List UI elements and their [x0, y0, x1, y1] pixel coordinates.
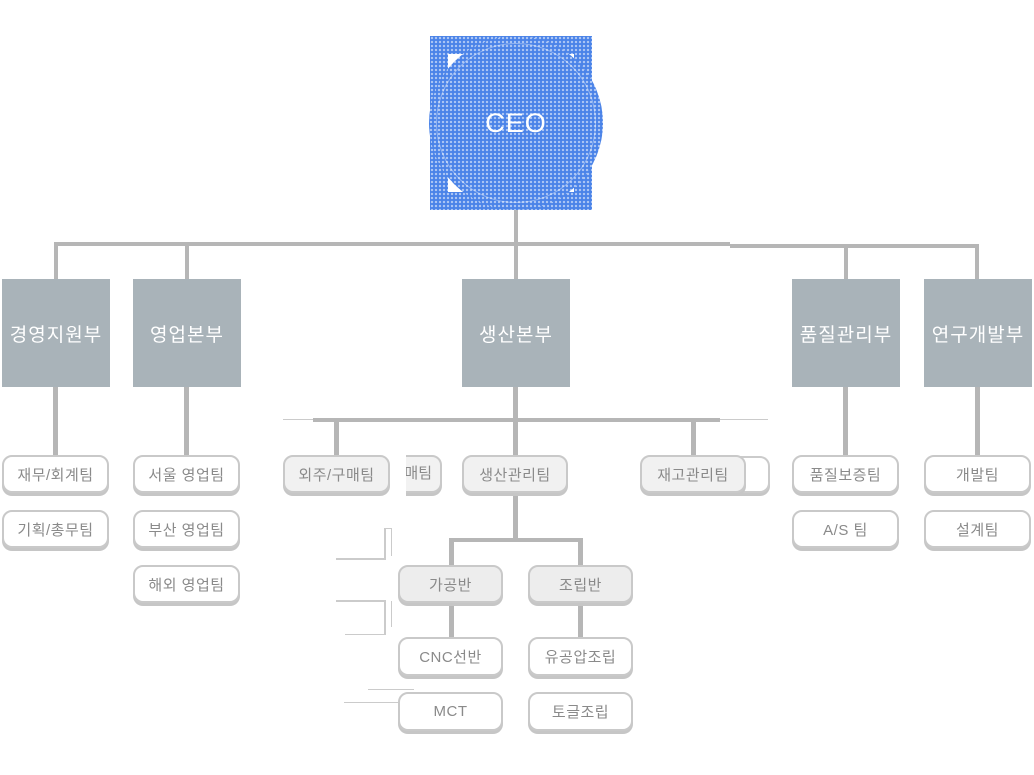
unit-hydraulic-pneumatic-assembly[interactable]: 유공압조립 — [528, 637, 633, 676]
team-seoul-sales[interactable]: 서울 영업팀 — [133, 455, 240, 493]
connector-drop-dept4 — [844, 244, 848, 279]
clipped-team-box-fragment: 매팀 — [406, 455, 442, 497]
team-label: MCT — [433, 703, 468, 720]
team-outsourcing-purchasing[interactable]: 외주/구매팀 — [283, 455, 390, 493]
team-busan-sales[interactable]: 부산 영업팀 — [133, 510, 240, 548]
connector-stub-assembly-down — [578, 603, 583, 637]
connector-drop-dept1 — [54, 242, 58, 279]
team-label: 서울 영업팀 — [148, 466, 225, 484]
dept-label: 영업본부 — [150, 324, 224, 346]
connector-drop-inventory — [691, 420, 696, 455]
dept-label: 생산본부 — [479, 324, 553, 346]
connector-main-horizontal-left — [54, 242, 730, 246]
artifact-line — [384, 600, 386, 635]
artifact-line — [391, 601, 392, 627]
clipped-team-box-text: 매팀 — [406, 455, 442, 493]
team-label: 재무/회계팀 — [17, 466, 94, 484]
artifact-line — [391, 529, 392, 556]
connector-drop-dept2 — [185, 242, 189, 279]
team-label: 외주/구매팀 — [298, 466, 375, 484]
team-label: 해외 영업팀 — [148, 576, 225, 594]
team-label: 토글조립 — [551, 704, 610, 721]
connector-artifact-thin-left — [283, 419, 313, 420]
team-label: A/S 팀 — [823, 521, 868, 539]
artifact-line — [344, 702, 415, 703]
connector-stub-dept2 — [184, 387, 189, 455]
artifact-line — [368, 689, 414, 690]
connector-drop-assembly — [578, 540, 583, 565]
connector-drop-outsourcing — [334, 420, 339, 455]
team-label: 기획/총무팀 — [17, 521, 94, 539]
connector-drop-production-mgmt — [513, 420, 518, 455]
artifact-line — [384, 528, 392, 529]
connector-artifact-thin-right — [720, 419, 768, 420]
unit-cnc-lathe[interactable]: CNC선반 — [398, 637, 503, 676]
connector-stub-machining-down — [449, 603, 454, 637]
artifact-line — [384, 528, 386, 560]
connector-stub-dept1 — [53, 387, 58, 455]
connector-drop-dept5 — [975, 244, 979, 279]
team-label: 품질보증팀 — [809, 466, 882, 484]
group-machining[interactable]: 가공반 — [398, 565, 503, 603]
team-label: 유공압조립 — [544, 649, 617, 666]
team-label: 가공반 — [429, 576, 472, 594]
artifact-line — [336, 600, 385, 602]
group-assembly[interactable]: 조립반 — [528, 565, 633, 603]
artifact-line — [345, 634, 385, 635]
dept-management-support[interactable]: 경영지원부 — [2, 279, 110, 387]
connector-stub-production-mgmt-down — [513, 493, 518, 540]
connector-stub-dept5 — [975, 387, 980, 455]
team-label: 생산관리팀 — [479, 466, 551, 484]
unit-toggle-assembly[interactable]: 토글조립 — [528, 692, 633, 731]
team-overseas-sales[interactable]: 해외 영업팀 — [133, 565, 240, 603]
team-quality-assurance[interactable]: 품질보증팀 — [792, 455, 899, 493]
team-design[interactable]: 설계팀 — [924, 510, 1031, 548]
dept-production-hq[interactable]: 생산본부 — [462, 279, 570, 387]
dept-label: 연구개발부 — [931, 324, 1025, 346]
team-planning-general-affairs[interactable]: 기획/총무팀 — [2, 510, 109, 548]
team-label: 개발팀 — [956, 466, 999, 484]
team-inventory-management[interactable]: 재고관리팀 — [640, 455, 746, 493]
dept-label: 경영지원부 — [9, 324, 103, 346]
dept-sales-hq[interactable]: 영업본부 — [133, 279, 241, 387]
team-label: 설계팀 — [956, 521, 999, 539]
team-label: 재고관리팀 — [657, 466, 729, 484]
team-label: CNC선반 — [419, 649, 482, 666]
team-after-service[interactable]: A/S 팀 — [792, 510, 899, 548]
connector-main-horizontal-right — [730, 244, 979, 248]
unit-mct[interactable]: MCT — [398, 692, 503, 731]
dept-label: 품질관리부 — [799, 324, 893, 346]
connector-stub-dept3 — [513, 387, 518, 420]
team-development[interactable]: 개발팀 — [924, 455, 1031, 493]
dept-quality-control[interactable]: 품질관리부 — [792, 279, 900, 387]
connector-drop-machining — [449, 540, 454, 565]
team-finance-accounting[interactable]: 재무/회계팀 — [2, 455, 109, 493]
dept-rnd[interactable]: 연구개발부 — [924, 279, 1032, 387]
team-label: 조립반 — [559, 576, 602, 594]
team-label: 부산 영업팀 — [148, 521, 225, 539]
artifact-line — [336, 558, 385, 560]
connector-groups-horizontal — [449, 538, 583, 542]
ceo-node[interactable] — [429, 36, 603, 210]
ceo-label: CEO — [485, 107, 547, 138]
connector-stub-dept4 — [843, 387, 848, 455]
team-production-management[interactable]: 생산관리팀 — [462, 455, 568, 493]
